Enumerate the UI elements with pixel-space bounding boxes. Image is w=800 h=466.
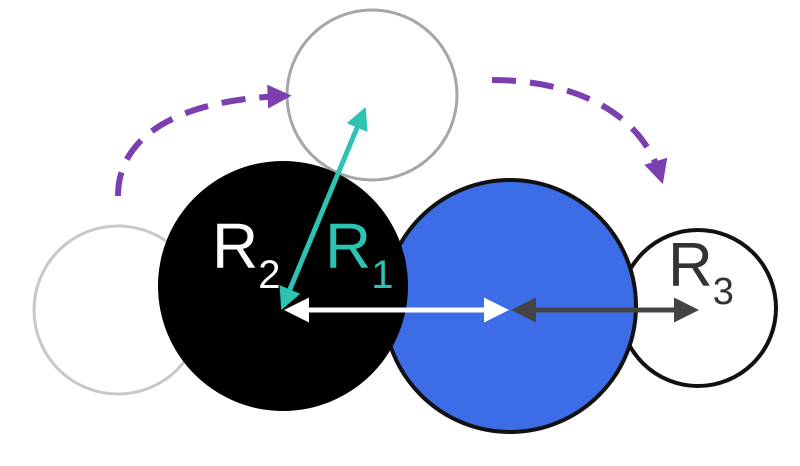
blue-circle [382, 178, 638, 434]
ghost-circle-top [285, 8, 459, 182]
teal-radius-arrow [279, 106, 368, 311]
label-r2: R2 [212, 210, 280, 297]
label-r2-main: R [212, 210, 258, 282]
purple-dashed-arrow-right [491, 77, 668, 185]
label-r1-main: R [325, 210, 371, 282]
label-r3: R3 [668, 231, 734, 313]
label-r1: R1 [325, 210, 393, 297]
purple-dashed-arrow-left [115, 84, 292, 197]
label-r3-main: R [668, 231, 713, 300]
label-r3-sub: 3 [713, 271, 734, 313]
label-r2-sub: 2 [258, 253, 280, 297]
label-r1-sub: 1 [371, 253, 393, 297]
